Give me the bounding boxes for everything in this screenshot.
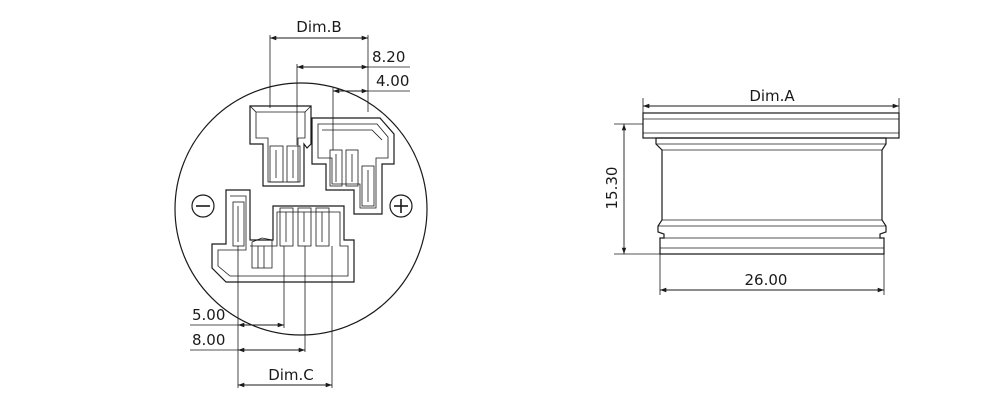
- negative-terminal-symbol: [191, 194, 215, 218]
- positive-terminal-symbol: [389, 194, 413, 218]
- side-body: [655, 137, 887, 255]
- lower-connector: [211, 189, 355, 283]
- dim-8-00-label: 8.00: [192, 331, 225, 349]
- housing-outline: [174, 82, 428, 336]
- dim-4-00-label: 4.00: [376, 72, 409, 90]
- dim-8-20-label: 8.20: [372, 48, 405, 66]
- upper-right-connector: [311, 117, 395, 215]
- dim-c-label: Dim.C: [268, 366, 314, 384]
- dim-a-label: Dim.A: [749, 87, 795, 105]
- upper-left-connector: [249, 105, 312, 187]
- front-view: Dim.B 8.20 4.00 5.00 8.00 Dim.C: [174, 18, 428, 388]
- dim-b-label: Dim.B: [296, 18, 341, 36]
- side-view: Dim.A 15.30 26.00: [603, 87, 900, 295]
- dim-15-30-label: 15.30: [603, 167, 621, 210]
- dim-5-00-label: 5.00: [192, 306, 225, 324]
- top-flange: [642, 112, 900, 139]
- dim-26-00-label: 26.00: [745, 271, 788, 289]
